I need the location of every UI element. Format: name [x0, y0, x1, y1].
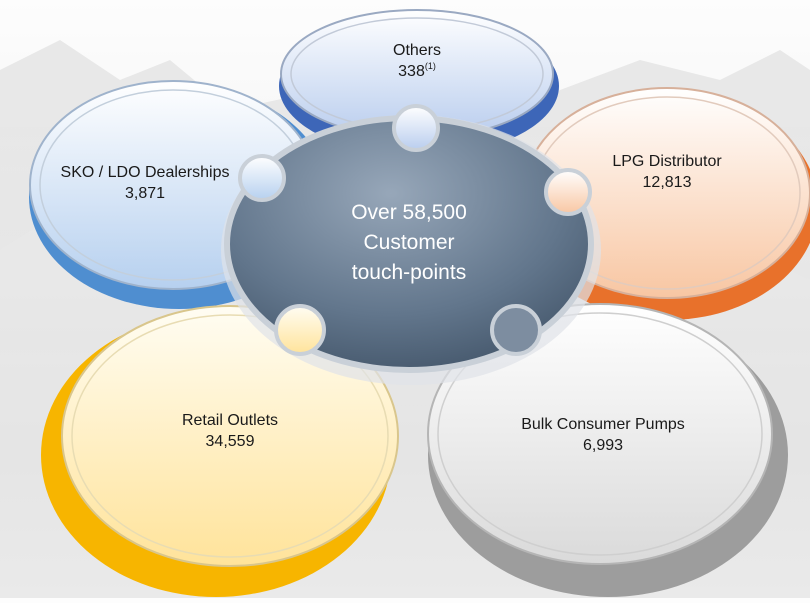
others-footnote: (1) — [424, 61, 436, 71]
segment-bulk — [427, 303, 788, 597]
knob-bulk — [490, 304, 542, 356]
others-value-line: 338(1) — [393, 61, 441, 82]
others-label-block: Others 338(1) — [393, 40, 441, 82]
knob-lpg — [544, 168, 592, 216]
knob-others — [392, 104, 440, 152]
lpg-label: LPG Distributor — [612, 153, 722, 170]
bulk-label-block: Bulk Consumer Pumps 6,993 — [521, 414, 685, 456]
center-label: Over 58,500 Customer touch-points — [309, 198, 509, 288]
retail-label-block: Retail Outlets 34,559 — [182, 410, 278, 452]
sko-label-block: SKO / LDO Dealerships 3,871 — [61, 162, 230, 204]
center-line-3: touch-points — [351, 261, 467, 284]
lpg-label-block: LPG Distributor 12,813 — [612, 151, 721, 193]
segment-retail-face — [61, 305, 399, 567]
others-value: 338 — [398, 63, 425, 80]
segment-retail — [41, 305, 399, 597]
center-line-1: Over 58,500 — [351, 201, 467, 224]
center-line-2: Customer — [363, 231, 455, 254]
retail-label: Retail Outlets — [181, 412, 279, 429]
segment-others — [279, 9, 559, 156]
bulk-value: 6,993 — [582, 437, 624, 454]
retail-value: 34,559 — [205, 433, 255, 450]
knob-retail — [274, 304, 326, 356]
others-label: Others — [392, 42, 442, 59]
bulk-label: Bulk Consumer Pumps — [521, 416, 685, 433]
knob-sko — [238, 154, 286, 202]
lpg-value: 12,813 — [642, 174, 692, 191]
sko-value: 3,871 — [124, 185, 166, 202]
sko-label: SKO / LDO Dealerships — [60, 164, 230, 181]
center-hub — [221, 104, 601, 385]
segment-bulk-face — [427, 303, 773, 565]
